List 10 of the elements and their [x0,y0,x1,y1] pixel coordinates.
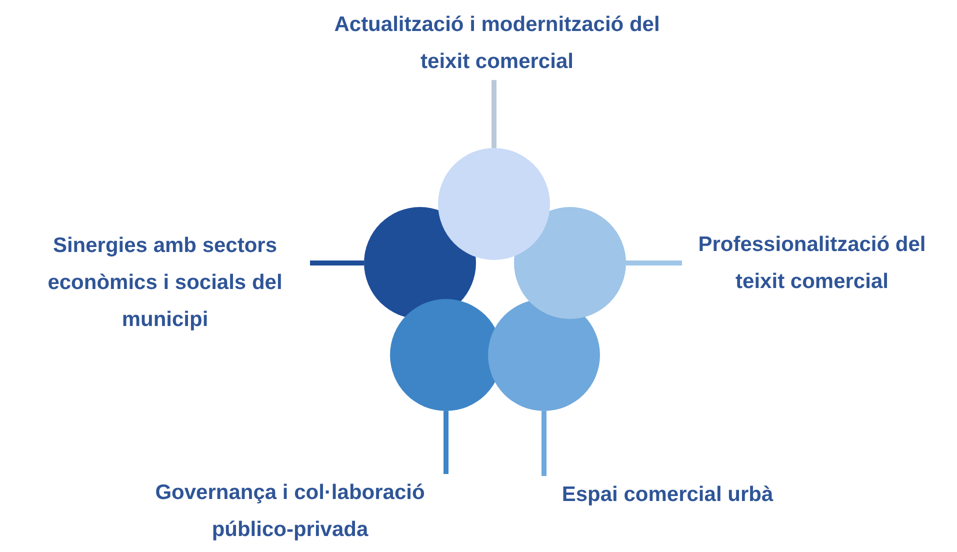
topic-label: Sinergies amb sectors econòmics i socials del municipi [20,227,310,338]
leader-line [492,80,496,148]
leader-line [542,411,546,476]
leader-line [444,411,448,474]
topic-label: Espai comercial urbà [535,476,800,513]
topic-label: Governança i col·laboració público-privada [125,474,455,548]
leader-line [310,260,364,266]
leader-line [626,260,682,266]
topic-label: Professionalització del teixit comercial [682,226,942,300]
topic-label: Actualització i modernització del teixit comercial [322,6,672,80]
